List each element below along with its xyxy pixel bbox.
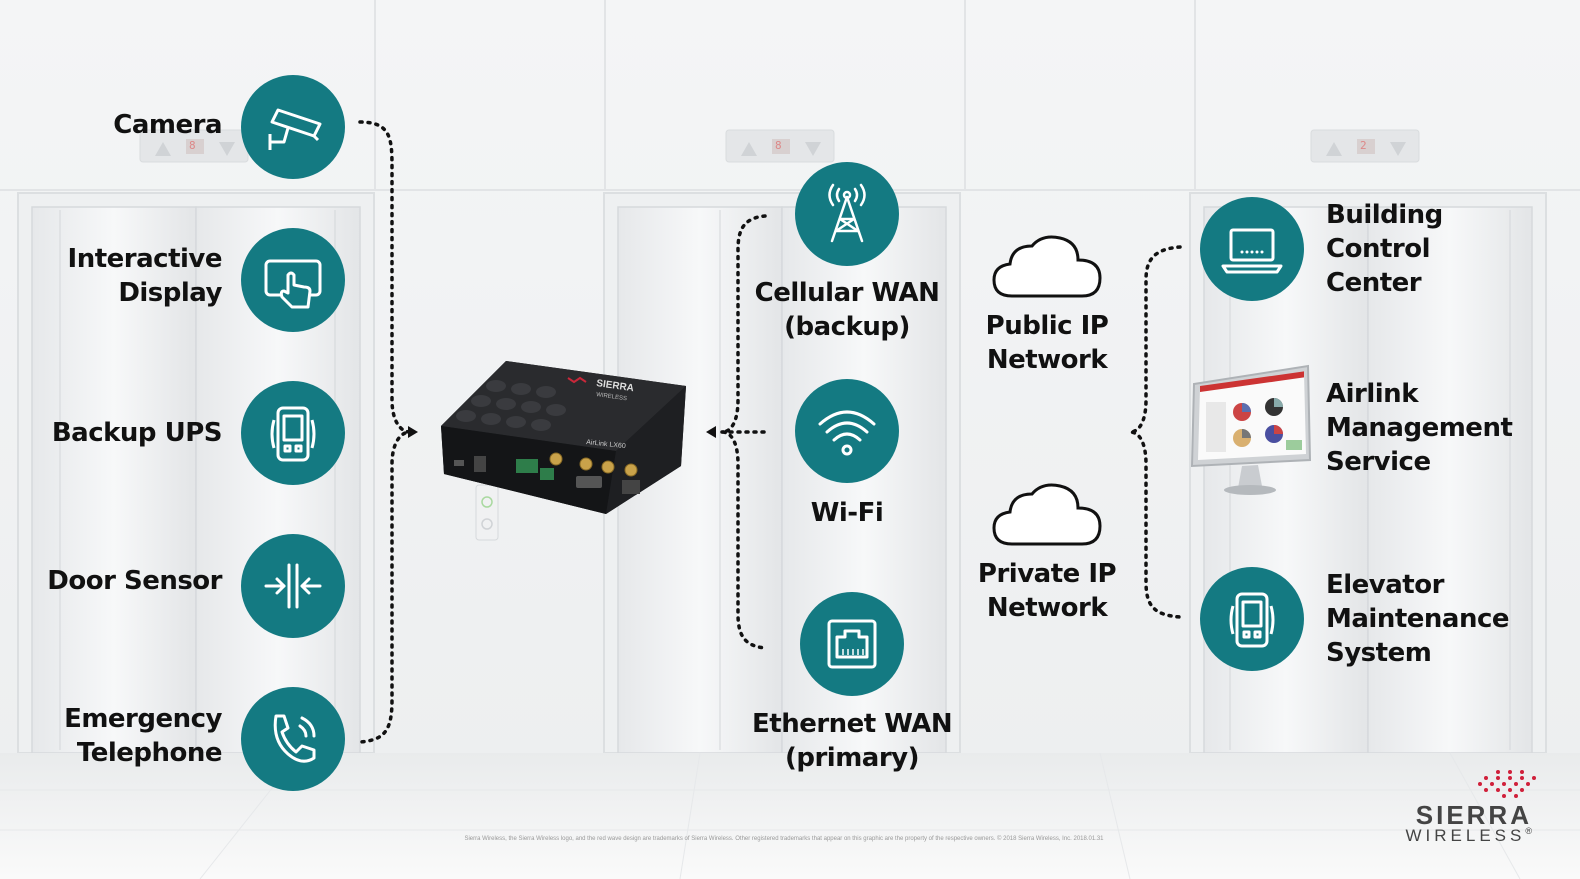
router-icon: SIERRA WIRELESS AirLink LX60	[441, 361, 686, 514]
door-sensor-label: Door Sensor	[47, 566, 222, 596]
backup-ups-label: Backup UPS	[51, 418, 223, 448]
cell-tower-icon	[828, 183, 866, 243]
trademark-footnote: Sierra Wireless, the Sierra Wireless log…	[464, 836, 1104, 842]
ups-device-icon	[270, 406, 316, 462]
registered-mark: ®	[1525, 826, 1532, 836]
interactive-display-circle	[241, 228, 345, 332]
ethernet-wan-circle	[800, 592, 904, 696]
logo-line2: WIRELESS	[1405, 826, 1526, 845]
wifi-label: Wi-Fi	[810, 498, 884, 528]
cellular-wan-label: Cellular WAN(backup)	[754, 278, 940, 342]
wifi-circle	[795, 379, 899, 483]
services-brace	[1129, 245, 1182, 619]
cloud-icon	[992, 483, 1102, 546]
cloud-icon	[992, 235, 1102, 298]
handheld-device-icon	[1229, 592, 1275, 648]
floor-indicator: 8	[775, 139, 782, 152]
laptop-icon	[1221, 228, 1283, 274]
security-camera-icon	[268, 108, 322, 150]
floor-indicator: 2	[1360, 139, 1367, 152]
svg-text:AirLink LX60: AirLink LX60	[586, 439, 626, 450]
svg-text:SIERRA: SIERRA	[596, 378, 635, 394]
logo-wordmark: SIERRA	[1415, 800, 1532, 830]
wifi-icon	[818, 410, 876, 456]
elevator-maintenance-circle	[1200, 567, 1304, 671]
logo-wordmark-sub: WIRELESS®	[1406, 826, 1533, 846]
floor-indicator: 8	[189, 139, 196, 152]
ethernet-wan-label: Ethernet WAN(primary)	[752, 709, 953, 773]
phone-icon	[273, 714, 316, 763]
cellular-wan-circle	[795, 162, 899, 266]
emergency-telephone-circle	[241, 687, 345, 791]
door-sensor-circle	[241, 534, 345, 638]
building-control-circle	[1200, 197, 1304, 301]
backup-ups-circle	[241, 381, 345, 485]
sierra-wireless-wave-logo	[1478, 770, 1536, 798]
svg-text:WIRELESS: WIRELESS	[596, 392, 628, 402]
touch-display-icon	[264, 259, 322, 309]
door-sensor-icon	[264, 563, 322, 609]
monitor-dashboard-icon	[1190, 364, 1312, 495]
camera-circle	[241, 75, 345, 179]
ethernet-port-icon	[827, 619, 877, 669]
camera-label: Camera	[113, 110, 222, 140]
